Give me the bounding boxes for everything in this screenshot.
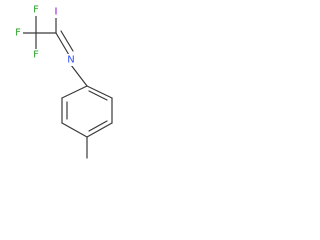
iodine-atom: I xyxy=(51,6,61,18)
ring-inner-bond-2 xyxy=(88,120,108,132)
fluorine-bottom-label: F xyxy=(33,50,39,61)
ring-inner-bond-1 xyxy=(88,90,108,101)
nitrogen-atom: N xyxy=(65,54,77,66)
fluorine-bottom-atom: F xyxy=(31,49,41,61)
fluorine-left-label: F xyxy=(15,28,21,39)
ring-bond-1 xyxy=(86,85,113,99)
bond-n-aryl xyxy=(70,64,88,87)
ring-bond-4 xyxy=(61,122,88,138)
fluorine-left-atom: F xyxy=(12,27,23,39)
bond-c-n-b xyxy=(60,30,74,52)
ring-bond-3 xyxy=(86,122,113,138)
structure-diagram: I F F F N xyxy=(12,5,113,159)
iodine-label: I xyxy=(55,7,58,18)
nitrogen-label: N xyxy=(67,55,74,66)
fluorine-top-atom: F xyxy=(31,5,41,16)
fluorine-top-label: F xyxy=(33,5,39,16)
ring-bond-6 xyxy=(61,85,88,99)
bond-c-n-a xyxy=(55,32,70,56)
